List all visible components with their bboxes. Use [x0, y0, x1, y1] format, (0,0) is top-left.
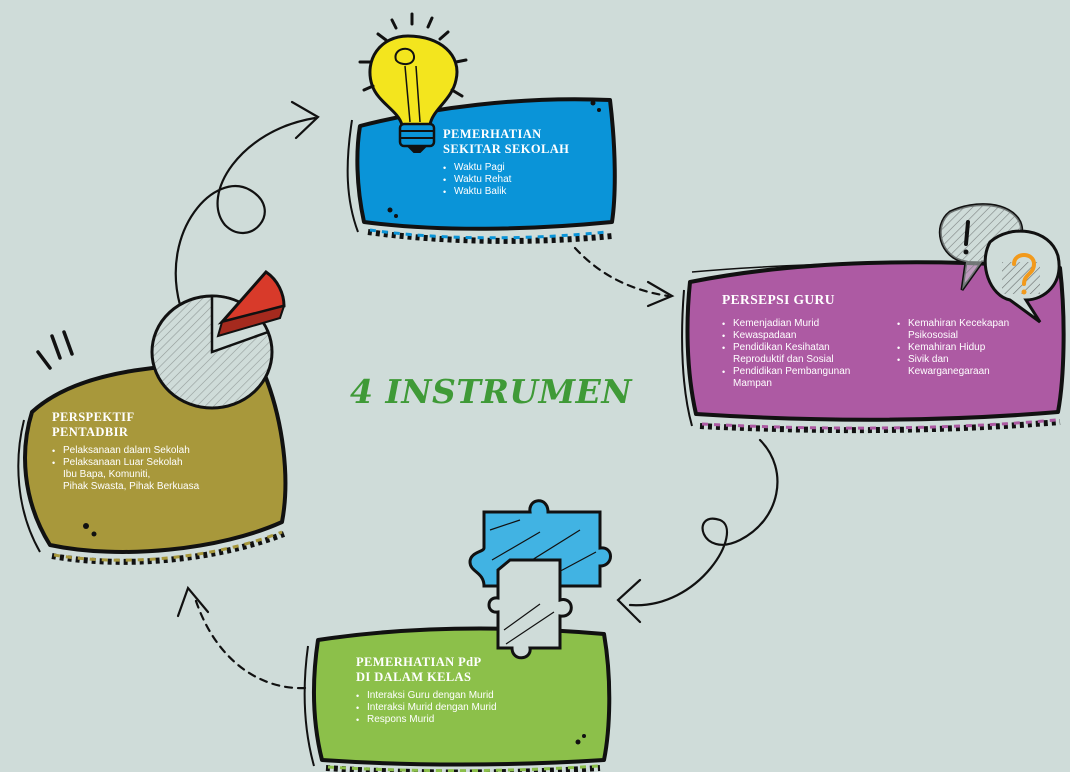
- panel-guru-col1: Kemenjadian MuridKewaspadaanPendidikan K…: [722, 318, 850, 390]
- list-item: Interaksi Guru dengan Murid: [356, 690, 497, 702]
- panel-pentadbir: PERSPEKTIF PENTADBIR Pelaksanaan dalam S…: [52, 410, 199, 493]
- panel-guru-list-2: Kemahiran KecekapanPsikososialKemahiran …: [897, 318, 1009, 378]
- panel-sekolah-title-line: PEMERHATIAN: [443, 127, 542, 141]
- list-item: Kemenjadian Murid: [722, 318, 850, 330]
- connector-pentadbir-to-sekolah: [174, 100, 320, 307]
- panel-sekolah-title: PEMERHATIAN SEKITAR SEKOLAH: [443, 127, 569, 157]
- list-item: Respons Murid: [356, 714, 497, 726]
- list-item: Pihak Swasta, Pihak Berkuasa: [63, 481, 200, 492]
- panel-guru: PERSEPSI GURU: [722, 292, 835, 317]
- panel-pentadbir-title-line: PERSPEKTIF: [52, 410, 135, 424]
- panel-pdp-title-line: DI DALAM KELAS: [356, 670, 472, 684]
- connector-guru-to-pdp: [616, 438, 779, 624]
- list-item: Waktu Rehat: [443, 174, 569, 186]
- connector-sekolah-to-guru: [573, 246, 675, 308]
- panel-sekolah: PEMERHATIAN SEKITAR SEKOLAH Waktu Pagi W…: [443, 127, 569, 198]
- panel-pdp-title-line: PEMERHATIAN PdP: [356, 655, 482, 669]
- list-item: Kewaspadaan: [722, 330, 850, 342]
- list-item: Mampan: [733, 378, 772, 389]
- list-item: Reproduktif dan Sosial: [733, 354, 834, 365]
- list-item: Ibu Bapa, Komuniti,: [63, 469, 151, 480]
- panel-pdp: PEMERHATIAN PdP DI DALAM KELAS Interaksi…: [356, 655, 497, 726]
- panel-pentadbir-title-line: PENTADBIR: [52, 425, 129, 439]
- panel-pdp-list: Interaksi Guru dengan Murid Interaksi Mu…: [356, 690, 497, 726]
- main-title: 4 INSTRUMEN: [350, 372, 632, 411]
- list-item: Psikososial: [908, 330, 959, 341]
- lightbulb-icon: [358, 12, 468, 153]
- list-item: Waktu Balik: [443, 186, 569, 198]
- list-item: Pendidikan Pembangunan: [722, 366, 850, 378]
- panel-guru-shape: [681, 260, 1066, 434]
- panel-pdp-title: PEMERHATIAN PdP DI DALAM KELAS: [356, 655, 497, 685]
- list-item: Kewarganegaraan: [908, 366, 990, 377]
- panel-guru-list-1: Kemenjadian MuridKewaspadaanPendidikan K…: [722, 318, 850, 390]
- pie-chart-icon: [150, 270, 286, 410]
- list-item: Pendidikan Kesihatan: [722, 342, 850, 354]
- speech-bubbles-icon: [938, 203, 1061, 324]
- list-item: Kemahiran Kecekapan: [897, 318, 1009, 330]
- list-item: Interaksi Murid dengan Murid: [356, 702, 497, 714]
- panel-pentadbir-list: Pelaksanaan dalam SekolahPelaksanaan Lua…: [52, 445, 199, 493]
- list-item: Pelaksanaan Luar Sekolah: [52, 457, 199, 469]
- panel-sekolah-title-line: SEKITAR SEKOLAH: [443, 142, 570, 156]
- list-item: Waktu Pagi: [443, 162, 569, 174]
- list-item: Pelaksanaan dalam Sekolah: [52, 445, 199, 457]
- connector-pdp-to-pentadbir: [176, 585, 307, 690]
- panel-guru-col2: Kemahiran KecekapanPsikososialKemahiran …: [897, 318, 1009, 378]
- list-item: Kemahiran Hidup: [897, 342, 1009, 354]
- panel-sekolah-list: Waktu Pagi Waktu Rehat Waktu Balik: [443, 162, 569, 198]
- list-item: Sivik dan: [897, 354, 1009, 366]
- panel-pentadbir-title: PERSPEKTIF PENTADBIR: [52, 410, 199, 440]
- panel-guru-title: PERSEPSI GURU: [722, 292, 835, 307]
- puzzle-icon: [468, 499, 612, 660]
